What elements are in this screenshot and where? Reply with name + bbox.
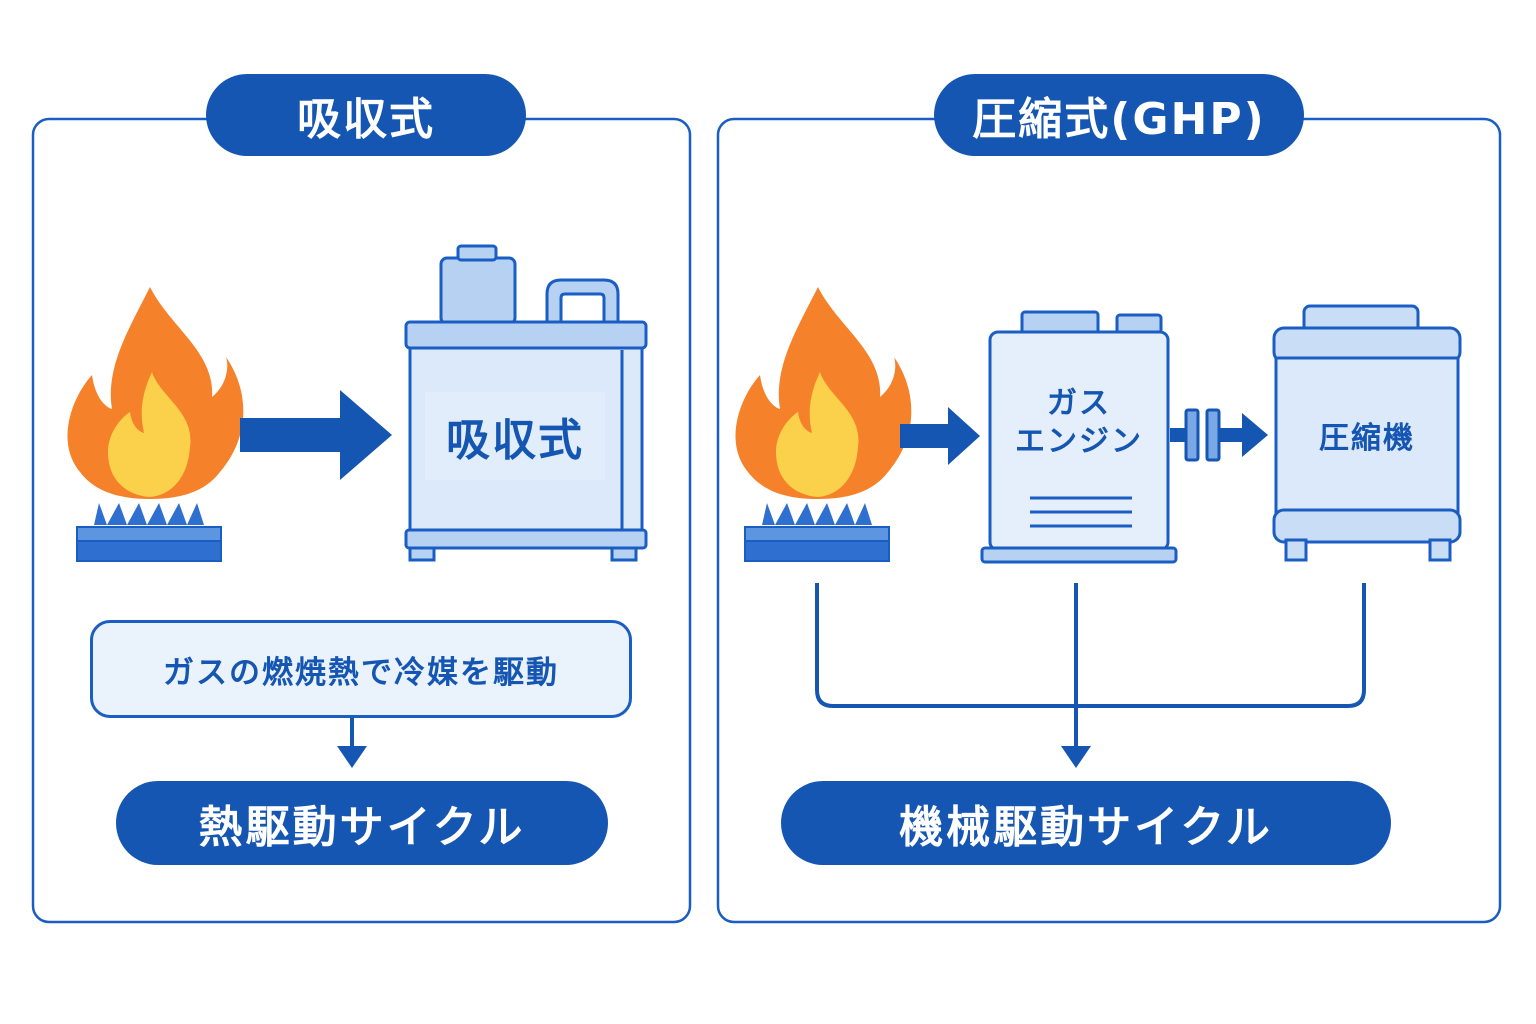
right-result-pill: 機械駆動サイクル — [781, 781, 1391, 865]
gas-engine-label-line1: ガス — [1047, 386, 1111, 421]
shaft-coupling-icon — [1170, 408, 1268, 462]
arrow-right-icon — [240, 390, 392, 480]
gas-engine-icon — [980, 310, 1178, 564]
left-description-box: ガスの燃焼熱で冷媒を駆動 — [90, 620, 632, 718]
right-panel-title: 圧縮式(GHP) — [934, 74, 1304, 156]
left-panel-title: 吸収式 — [206, 74, 526, 156]
gas-engine-label-line2: エンジン — [1015, 424, 1143, 459]
compressor-label: 圧縮機 — [1319, 421, 1415, 456]
arrow-right-icon — [900, 407, 980, 465]
compressor-icon — [1272, 304, 1462, 562]
arrow-down-icon — [1061, 746, 1091, 768]
absorption-machine-label: 吸収式 — [425, 392, 605, 480]
connector-lines — [815, 583, 1366, 750]
arrow-down-icon — [337, 717, 367, 768]
left-result-pill: 熱駆動サイクル — [116, 781, 608, 865]
gas-engine-label: ガス エンジン — [992, 378, 1166, 468]
